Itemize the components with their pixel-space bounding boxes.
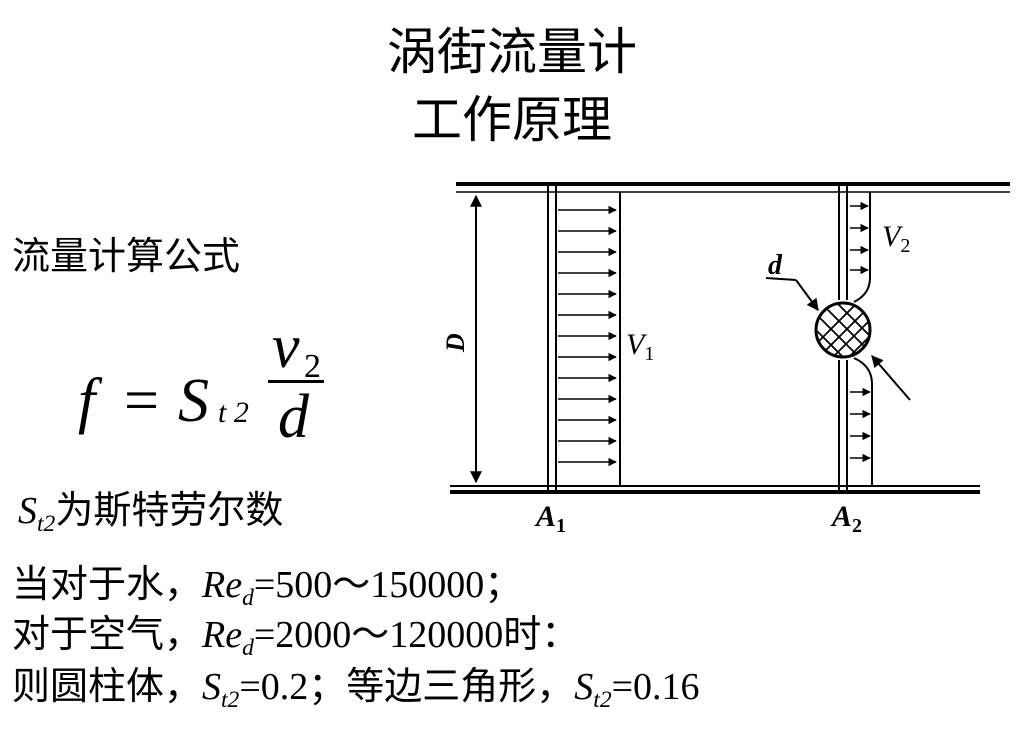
label-V1: V1 (626, 328, 654, 365)
result-prefix: 则圆柱体， (12, 664, 203, 708)
result-v2: =0.16 (611, 666, 700, 708)
water-re-sub: d (242, 584, 254, 611)
condition-result: 则圆柱体，St2=0.2；等边三角形，St2=0.16 (12, 664, 700, 714)
vortex-flow-diagram: D V1 d V2 A1 A2 (441, 182, 1010, 535)
formula: f = S t 2 v 2 d (72, 313, 372, 462)
strouhal-text: 为斯特劳尔数 (55, 488, 284, 532)
velocity-arrows-v2 (850, 201, 871, 463)
label-D: D (441, 333, 470, 353)
result-s1: S (202, 666, 222, 708)
water-re: Re (202, 564, 243, 606)
strouhal-line: St2为斯特劳尔数 (18, 488, 283, 538)
section-a2 (838, 184, 873, 490)
formula-s: S (178, 367, 209, 435)
label-A1: A1 (534, 500, 566, 535)
strouhal-sub: t2 (37, 510, 56, 537)
result-middle: 等边三角形， (346, 664, 575, 708)
result-v1: =0.2； (239, 666, 347, 708)
section-a1 (547, 184, 621, 490)
title-line-1: 涡街流量计 (387, 23, 637, 81)
water-range: =500～150000； (253, 564, 523, 606)
formula-lhs: f (78, 367, 96, 435)
formula-equals: = (124, 367, 159, 435)
formula-denominator: d (278, 383, 309, 451)
condition-air: 对于空气，Red=2000～120000时： (12, 612, 579, 662)
water-prefix: 当对于水， (12, 562, 203, 606)
fraction-bar (268, 380, 324, 383)
diameter-d-pointer (765, 277, 911, 401)
label-A2: A2 (830, 500, 862, 535)
pipe-walls (450, 182, 1010, 494)
label-d: d (768, 250, 783, 281)
result-s2-sub: t2 (593, 686, 612, 713)
bluff-body (814, 301, 872, 359)
result-s2: S (574, 666, 594, 708)
strouhal-symbol: S (18, 490, 37, 532)
air-prefix: 对于空气， (12, 612, 203, 656)
result-s1-sub: t2 (221, 686, 240, 713)
formula-s-sub: t 2 (218, 396, 249, 429)
air-re-sub: d (242, 634, 254, 661)
air-re: Re (202, 614, 243, 656)
velocity-arrows-v1 (558, 205, 617, 467)
condition-water: 当对于水，Red=500～150000； (12, 562, 522, 612)
title-line-2: 工作原理 (412, 91, 612, 149)
formula-heading: 流量计算公式 (12, 234, 241, 278)
formula-numerator: v (272, 313, 300, 381)
label-V2: V2 (882, 220, 910, 257)
air-range: =2000～120000时： (253, 614, 580, 656)
formula-numerator-sub: 2 (304, 348, 321, 385)
